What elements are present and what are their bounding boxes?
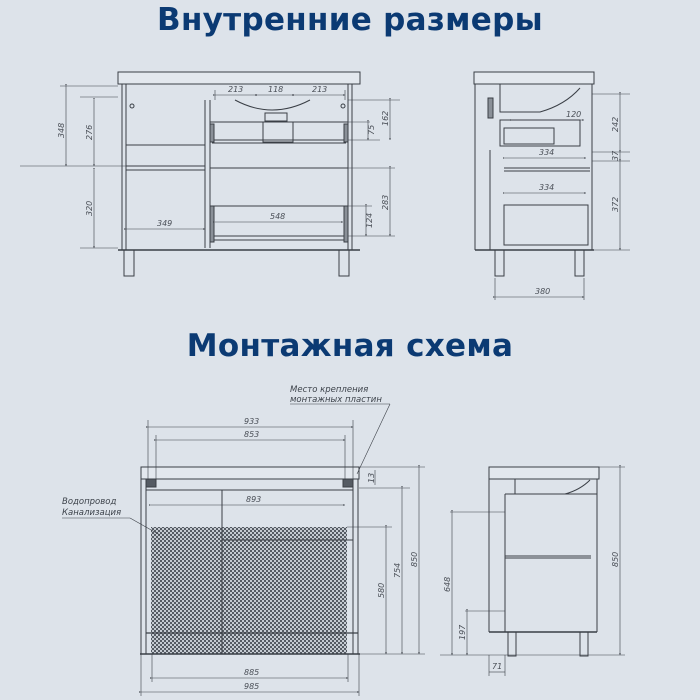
dim-label: 349 <box>157 219 172 228</box>
dim-label: 348 <box>57 123 66 138</box>
mounting-side-labels: 648 197 850 71 <box>443 552 620 671</box>
mounting-front-view <box>62 403 425 696</box>
mounting-front-labels: 933 853 893 885 985 13 580 754 850 Место… <box>62 385 419 691</box>
sewerage-note: Канализация <box>62 508 121 518</box>
dim-label: 37 <box>611 150 620 161</box>
dim-label: 75 <box>367 125 376 135</box>
dim-label: 13 <box>367 473 376 483</box>
dim-label: 71 <box>492 662 502 671</box>
dim-label: 197 <box>458 624 467 640</box>
dim-label: 162 <box>381 111 390 126</box>
dim-label: 850 <box>611 552 620 567</box>
section-title-mounting-scheme: Монтажная схема <box>186 328 514 364</box>
dim-label: 213 <box>312 85 327 94</box>
inner-side-labels: 120 334 334 380 242 37 372 <box>535 110 620 296</box>
mount-plate-note: Место крепления <box>290 385 368 395</box>
dim-label: 118 <box>268 85 283 94</box>
water-supply-note: Водопровод <box>62 497 116 507</box>
dim-label: 380 <box>535 287 550 296</box>
dim-label: 283 <box>381 195 390 210</box>
dim-label: 933 <box>244 417 259 426</box>
dim-label: 548 <box>270 212 285 221</box>
dim-label: 754 <box>393 563 402 578</box>
dim-label: 334 <box>539 148 554 157</box>
inner-front-labels: 213 118 213 348 276 320 349 548 75 162 1… <box>57 85 390 228</box>
dim-label: 320 <box>85 201 94 216</box>
dim-label: 885 <box>244 668 259 677</box>
dim-label: 850 <box>410 552 419 567</box>
dim-label: 276 <box>85 125 94 140</box>
dim-label: 124 <box>365 213 374 228</box>
dim-label: 213 <box>228 85 243 94</box>
dim-label: 242 <box>611 117 620 132</box>
dim-label: 580 <box>377 583 386 598</box>
mount-plate-note: монтажных пластин <box>290 395 382 405</box>
mounting-side-view <box>440 465 625 676</box>
dim-label: 334 <box>539 183 554 192</box>
dim-label: 120 <box>566 110 581 119</box>
dim-label: 853 <box>244 430 259 439</box>
dim-label: 985 <box>244 682 259 691</box>
section-title-inner-dimensions: Внутренние размеры <box>157 2 543 38</box>
dim-label: 372 <box>611 197 620 212</box>
inner-front-view <box>20 71 400 277</box>
dim-label: 893 <box>246 495 261 504</box>
inner-side-view <box>473 71 630 300</box>
dim-label: 648 <box>443 577 452 592</box>
